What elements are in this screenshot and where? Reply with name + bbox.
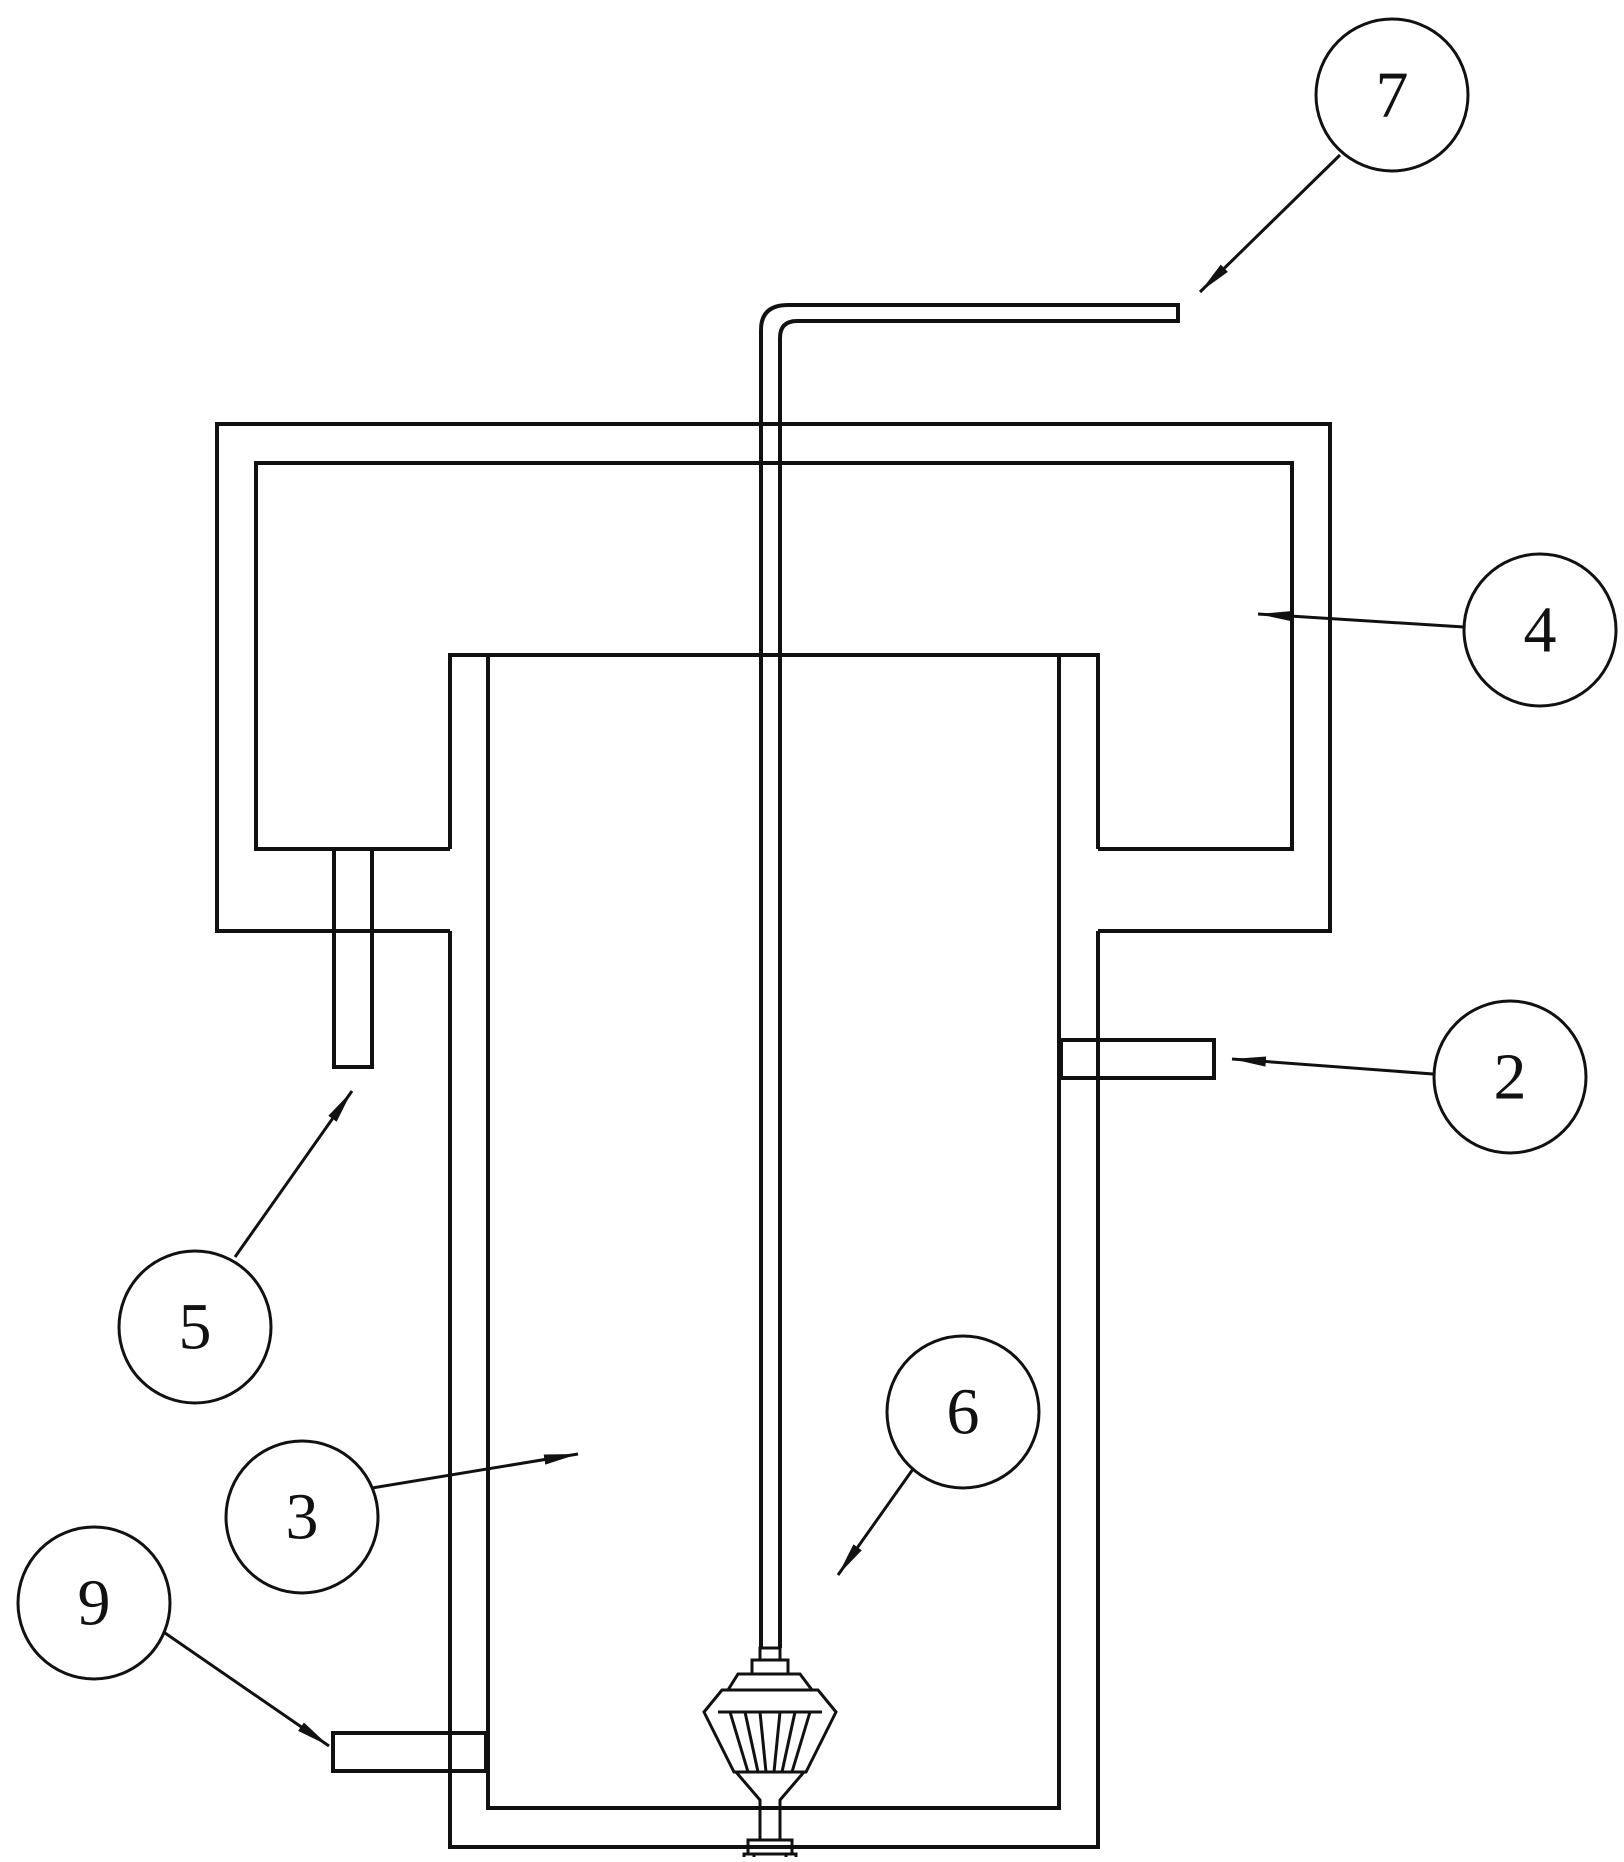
callout-circle-9 <box>16 1525 172 1681</box>
callout-circle-4 <box>1462 552 1618 708</box>
callout-label-6: 6 <box>947 1376 980 1449</box>
callout-circle-7 <box>1314 17 1470 173</box>
leader-2 <box>1231 1056 1434 1076</box>
callout-circle-2 <box>1432 999 1588 1155</box>
main-tank-outer-lower-wall <box>448 931 1100 1849</box>
leader-7 <box>1198 153 1342 294</box>
upper-chamber-outer-wall <box>215 422 1332 933</box>
leader-9 <box>164 1631 330 1748</box>
leader-5 <box>233 1090 354 1258</box>
leader-6 <box>836 1461 920 1576</box>
callout-circle-6 <box>885 1334 1041 1490</box>
callout-circle-5 <box>117 1249 273 1405</box>
callout-label-4: 4 <box>1524 594 1557 667</box>
outlet-pipe-5 <box>332 847 374 1069</box>
callout-label-9: 9 <box>78 1567 111 1640</box>
leader-4 <box>1257 611 1465 629</box>
main-tank-inner-wall <box>486 653 1061 1810</box>
inlet-pipe-2 <box>1059 1038 1216 1080</box>
callout-label-2: 2 <box>1494 1041 1527 1114</box>
l-tube-7 <box>759 303 1180 1648</box>
upper-chamber-inner-wall <box>254 461 1294 851</box>
drain-pipe-9 <box>331 1731 488 1773</box>
leader-3 <box>371 1452 579 1490</box>
immersion-device-6 <box>702 1646 838 1862</box>
main-tank-outer-wall <box>448 653 1100 849</box>
callout-circle-3 <box>224 1439 380 1595</box>
callout-label-7: 7 <box>1376 59 1409 132</box>
callout-label-3: 3 <box>286 1481 319 1554</box>
callout-label-5: 5 <box>179 1291 212 1364</box>
